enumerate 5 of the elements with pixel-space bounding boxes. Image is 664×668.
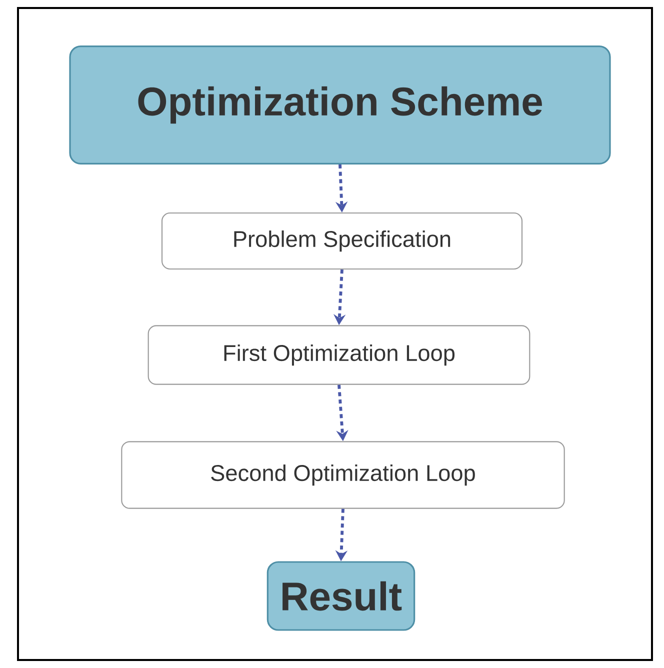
title-box: Optimization Scheme — [69, 46, 611, 164]
process-box: Problem Specification — [161, 212, 523, 270]
result-box: Result — [266, 561, 416, 631]
process-box: First Optimization Loop — [148, 325, 530, 385]
process-box: Second Optimization Loop — [121, 441, 565, 509]
